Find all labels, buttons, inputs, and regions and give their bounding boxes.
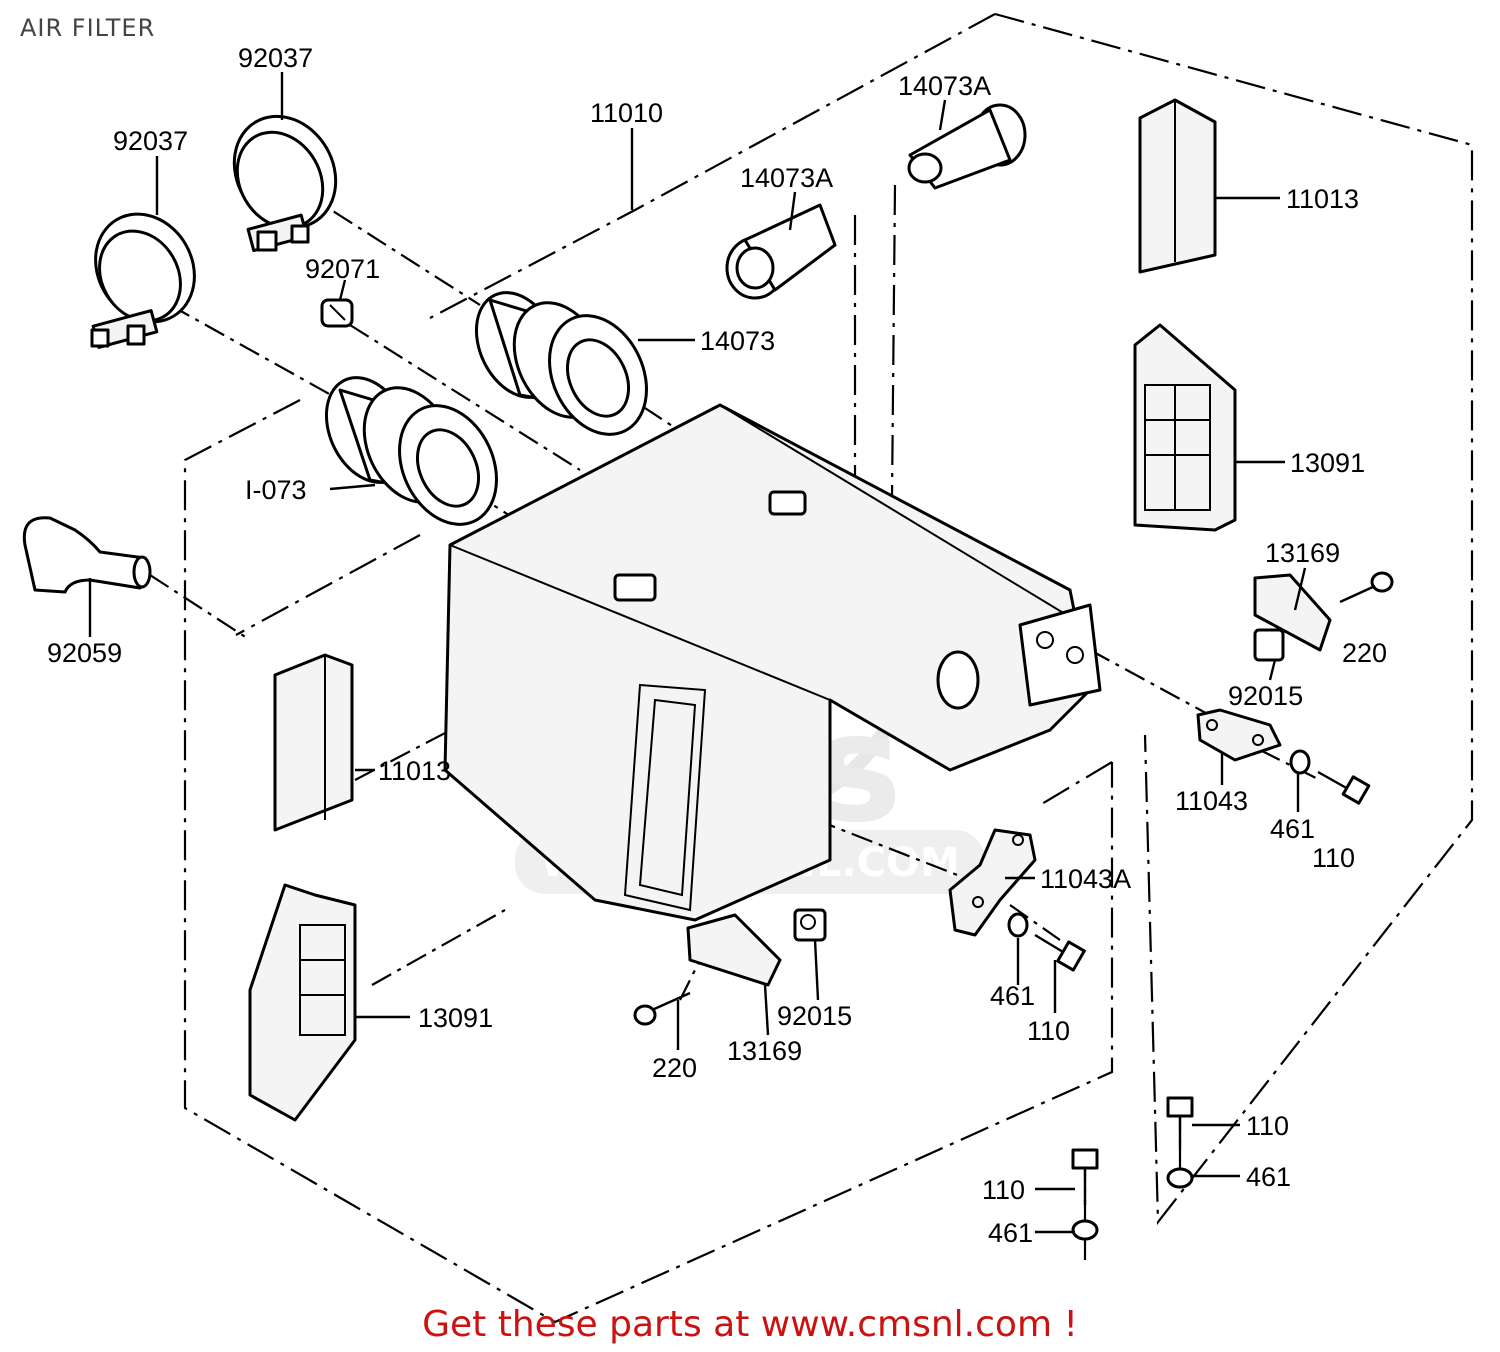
callout-14073-lower[interactable]: I-073 (245, 475, 307, 505)
bracket-11043[interactable] (1196, 708, 1282, 762)
bolt-110-a[interactable] (1317, 770, 1371, 805)
callout-461-a[interactable]: 461 (1270, 814, 1315, 844)
callout-13169-upper[interactable]: 13169 (1265, 538, 1340, 568)
page-title: AIR FILTER (20, 14, 156, 42)
callout-13091-lower[interactable]: 13091 (418, 1003, 493, 1033)
callout-14073A-top[interactable]: 14073A (898, 71, 991, 101)
callout-220-lower[interactable]: 220 (652, 1053, 697, 1083)
callout-220-upper[interactable]: 220 (1342, 638, 1387, 668)
drain-hose-92059[interactable] (22, 516, 152, 594)
callout-92015-lower[interactable]: 92015 (777, 1001, 852, 1031)
bolt-110-b[interactable] (1034, 933, 1086, 972)
callout-14073A-middle[interactable]: 14073A (740, 163, 833, 193)
callout-11013-upper[interactable]: 11013 (1286, 184, 1359, 214)
callout-11043A[interactable]: 11043A (1040, 864, 1131, 894)
callout-14073-upper[interactable]: 14073 (700, 326, 775, 356)
callout-110-c[interactable]: 110 (1246, 1111, 1289, 1141)
callout-92059[interactable]: 92059 (47, 638, 122, 668)
callout-92037-lower[interactable]: 92037 (113, 126, 188, 156)
washer-461-a[interactable] (1289, 749, 1311, 775)
callout-13091-upper[interactable]: 13091 (1290, 448, 1365, 478)
air-box-housing-11010[interactable] (443, 403, 1102, 922)
callout-13169-lower[interactable]: 13169 (727, 1036, 802, 1066)
callout-11010[interactable]: 11010 (590, 98, 663, 128)
bracket-11043A[interactable] (948, 828, 1037, 937)
callout-461-d[interactable]: 461 (988, 1218, 1033, 1248)
bolt-110-c[interactable] (1166, 1096, 1194, 1150)
callout-110-a[interactable]: 110 (1312, 843, 1355, 873)
bracket-13169-upper[interactable] (1253, 573, 1332, 652)
callout-110-b[interactable]: 110 (1027, 1016, 1070, 1046)
cover-plate-11013-lower[interactable] (273, 653, 354, 832)
screw-220-upper[interactable] (1339, 571, 1394, 604)
bracket-13169-lower[interactable] (686, 913, 782, 987)
screw-220-lower[interactable] (633, 991, 691, 1026)
footer-link[interactable]: Get these parts at www.cmsnl.com ! (422, 1304, 1078, 1345)
callout-11043[interactable]: 11043 (1175, 786, 1248, 816)
callout-92037-upper[interactable]: 92037 (238, 43, 313, 73)
callout-92015-upper[interactable]: 92015 (1228, 681, 1303, 711)
funnel-14073A-top[interactable] (907, 103, 1027, 190)
callout-461-c[interactable]: 461 (1246, 1162, 1291, 1192)
funnel-14073A-middle[interactable] (725, 203, 837, 300)
callout-92071[interactable]: 92071 (305, 254, 380, 284)
washer-461-d[interactable] (1071, 1219, 1099, 1241)
washer-461-c[interactable] (1166, 1167, 1194, 1189)
grommet-92015-upper[interactable] (1253, 628, 1285, 662)
grommet-92015-lower[interactable] (793, 908, 827, 942)
callout-461-b[interactable]: 461 (990, 981, 1035, 1011)
hose-clamp-upper[interactable] (214, 98, 355, 253)
filter-element-13091-lower[interactable] (248, 883, 357, 1122)
duct-14073-upper[interactable] (460, 279, 665, 450)
callout-labels: 92037 92037 11010 14073A 14073A 11013 92… (47, 43, 1387, 1248)
filter-element-13091-upper[interactable] (1133, 323, 1237, 532)
fitting-92071[interactable] (320, 298, 354, 328)
callout-11013-lower[interactable]: 11013 (378, 756, 451, 786)
washer-461-b[interactable] (1007, 912, 1029, 938)
callout-110-d[interactable]: 110 (982, 1175, 1025, 1205)
cover-plate-11013-upper[interactable] (1138, 98, 1217, 274)
callout-pointers (88, 72, 1307, 1234)
duct-14073-lower[interactable] (310, 364, 515, 540)
hose-clamp-lower[interactable] (76, 196, 213, 349)
bolt-110-d[interactable] (1071, 1148, 1099, 1205)
